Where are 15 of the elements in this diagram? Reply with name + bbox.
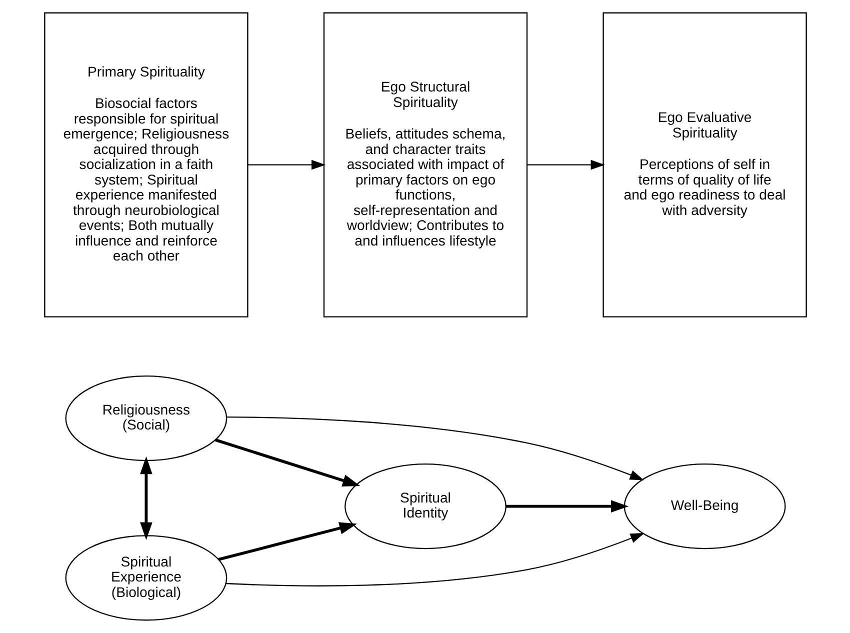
arrow [247,160,326,170]
arrow [526,160,604,170]
node-box: Primary Spirituality Biosocial factors responsible for spiritual emergence; Religiousness acquired through socialization in a faith system; Spiritual experience manifested through neurobiological events; Both mutually influence and reinforce each other [44,12,248,318]
node-ellipse: Spiritual Experience (Biological) [64,535,227,621]
node-ellipse: Well-Being [623,463,786,550]
node-ellipse: Spiritual Identity [344,463,506,550]
arrow [214,438,360,486]
arrow [225,532,644,586]
node-ellipse: Religiousness (Social) [64,375,227,462]
node-box: Ego Evaluative Spirituality Perceptions of self in terms of quality of life and ego readiness to deal with adversity [602,12,806,318]
node-box: Ego Structural Spirituality Beliefs, attitudes schema, and character traits associated with impact of primary factors on ego functions, self-representation and worldview; Contributes to and influences lifestyle [322,12,528,318]
arrow [226,416,644,480]
arrow [218,522,357,561]
arrow [140,456,152,540]
arrow [506,500,628,512]
